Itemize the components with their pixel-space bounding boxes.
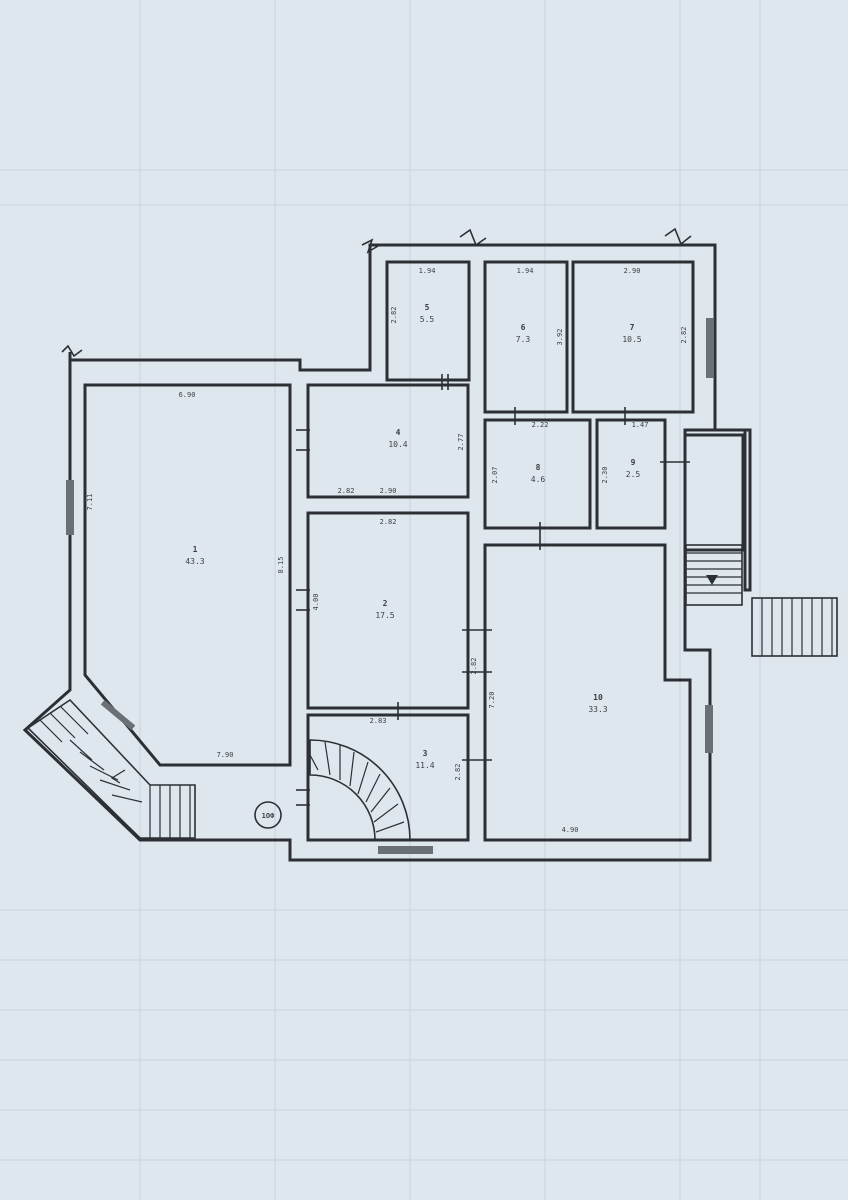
interior-walls	[306, 260, 745, 842]
dimension: 2.90	[380, 487, 397, 495]
dimension: 2.22	[532, 421, 549, 429]
dimension: 2.82	[338, 487, 355, 495]
dimension: 1.94	[419, 267, 436, 275]
room-area: 43.3	[185, 557, 204, 566]
room-area: 4.6	[531, 475, 546, 484]
window	[378, 846, 433, 854]
entry-arrow	[706, 575, 718, 585]
room-labels: 1 43.3 2 17.5 3 11.4 4 10.4 5 5.5 6 7.3 …	[185, 303, 641, 770]
door-marks	[296, 374, 690, 806]
room-number: 10	[593, 693, 603, 702]
window	[706, 318, 714, 378]
dimension: 6.90	[179, 391, 196, 399]
dimension: 7.90	[217, 751, 234, 759]
dimension: 1.94	[517, 267, 534, 275]
room-number: 9	[631, 458, 636, 467]
dimension: 7.11	[86, 494, 94, 511]
dimension: 2.82	[380, 518, 397, 526]
dimension: 2.90	[624, 267, 641, 275]
room-number: 1	[193, 545, 198, 554]
room-area: 5.5	[420, 315, 435, 324]
dimension: 4.90	[562, 826, 579, 834]
dimension: 7.20	[488, 692, 496, 709]
room-area: 2.5	[626, 470, 641, 479]
room-number: 4	[396, 428, 401, 437]
room-area: 11.4	[415, 761, 434, 770]
dimension: 2.07	[491, 467, 499, 484]
dimension: 2.82	[454, 764, 462, 781]
room-area: 17.5	[375, 611, 394, 620]
dimension: 1.47	[632, 421, 649, 429]
staircase-spiral	[309, 739, 411, 841]
windows	[66, 318, 714, 854]
window	[66, 480, 74, 535]
room-number: 3	[423, 749, 428, 758]
dimension: 2.77	[457, 434, 465, 451]
room-number: 8	[536, 463, 541, 472]
room-number: 6	[521, 323, 526, 332]
room-area: 10.4	[388, 440, 407, 449]
dimension: 2.82	[390, 307, 398, 324]
dimension: 8.15	[277, 557, 285, 574]
room-area: 10.5	[622, 335, 641, 344]
dimension: 2.82	[470, 658, 478, 675]
room-number: 5	[425, 303, 430, 312]
room-number: 2	[383, 599, 388, 608]
dimension: 3.92	[556, 329, 564, 346]
dimension: 2.30	[601, 467, 609, 484]
dimension-labels: 6.90 7.11 8.15 7.90 1.94 2.82 1.94 3.92 …	[86, 267, 688, 834]
level-mark: 1ОФ	[254, 801, 282, 829]
room-number: 7	[630, 323, 635, 332]
room-area: 7.3	[516, 335, 531, 344]
dimension: 4.00	[312, 594, 320, 611]
dimension: 2.83	[370, 717, 387, 725]
outer-walls	[22, 227, 752, 862]
staircase-left	[26, 698, 196, 839]
window	[100, 699, 136, 731]
window	[705, 705, 713, 753]
room-area: 33.3	[588, 705, 607, 714]
level-mark-text: 1ОФ	[262, 812, 275, 820]
dimension: 2.82	[680, 327, 688, 344]
staircase-right	[685, 544, 838, 657]
